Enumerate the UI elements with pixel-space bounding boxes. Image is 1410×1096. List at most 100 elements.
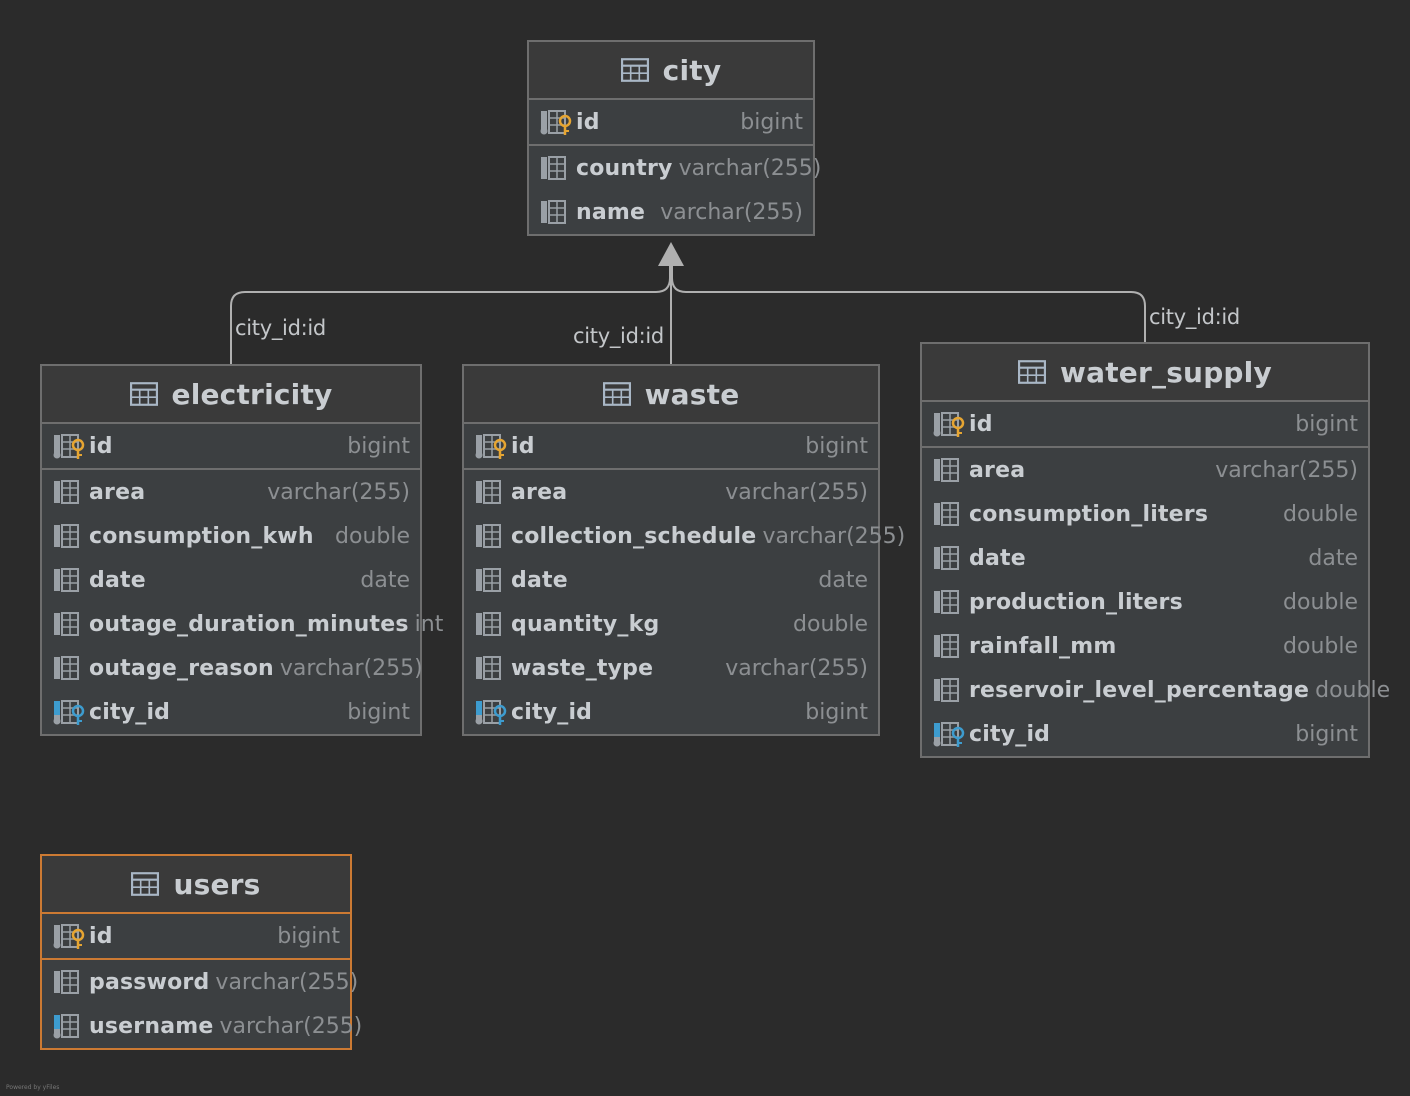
column-name: consumption_kwh xyxy=(89,523,314,549)
column-type: double xyxy=(1315,677,1391,703)
column-icon xyxy=(52,523,86,549)
column-row-rainfall-mm[interactable]: rainfall_mm double xyxy=(922,624,1368,668)
column-name: area xyxy=(89,479,146,505)
column-name: date xyxy=(511,567,568,593)
column-icon xyxy=(932,677,966,703)
column-row-id[interactable]: id bigint xyxy=(922,402,1368,448)
column-name: outage_duration_minutes xyxy=(89,611,409,637)
column-name: city_id xyxy=(969,721,1051,747)
primary-key-icon xyxy=(539,109,573,135)
column-type: bigint xyxy=(1295,411,1358,437)
column-type: double xyxy=(1283,633,1358,659)
column-type: bigint xyxy=(805,699,868,725)
column-icon xyxy=(932,633,966,659)
column-name: country xyxy=(576,155,673,181)
column-type: varchar(255) xyxy=(725,655,868,681)
column-icon xyxy=(932,457,966,483)
column-row-date[interactable]: date date xyxy=(922,536,1368,580)
column-type: date xyxy=(1308,545,1358,571)
column-icon xyxy=(474,567,508,593)
column-icon xyxy=(474,479,508,505)
column-name: id xyxy=(969,411,993,437)
table-header[interactable]: waste xyxy=(464,366,878,424)
column-icon xyxy=(52,969,86,995)
column-name: reservoir_level_percentage xyxy=(969,677,1310,703)
column-row-city-id[interactable]: city_id bigint xyxy=(464,690,878,734)
column-row-date[interactable]: date date xyxy=(42,558,420,602)
column-type: varchar(255) xyxy=(267,479,410,505)
column-icon xyxy=(932,589,966,615)
column-icon xyxy=(539,199,573,225)
column-type: varchar(255) xyxy=(725,479,868,505)
column-name: date xyxy=(969,545,1026,571)
column-row-area[interactable]: area varchar(255) xyxy=(42,470,420,514)
column-name: username xyxy=(89,1013,214,1039)
column-type: varchar(255) xyxy=(762,523,906,549)
table-name: electricity xyxy=(171,377,333,411)
foreign-key-icon xyxy=(474,699,508,725)
table-header[interactable]: city xyxy=(529,42,813,100)
column-type: bigint xyxy=(1295,721,1358,747)
column-name: outage_reason xyxy=(89,655,274,681)
table-header[interactable]: water_supply xyxy=(922,344,1368,402)
column-type: double xyxy=(793,611,868,637)
column-name: collection_schedule xyxy=(511,523,757,549)
column-name: id xyxy=(89,433,113,459)
column-row-city-id[interactable]: city_id bigint xyxy=(922,712,1368,756)
table-icon xyxy=(602,382,631,406)
column-icon xyxy=(52,611,86,637)
column-name: rainfall_mm xyxy=(969,633,1117,659)
column-row-id[interactable]: id bigint xyxy=(529,100,813,146)
column-name: city_id xyxy=(89,699,171,725)
column-name: city_id xyxy=(511,699,593,725)
column-icon xyxy=(474,611,508,637)
column-name: date xyxy=(89,567,146,593)
column-icon xyxy=(474,655,508,681)
connector-electricity-city[interactable] xyxy=(230,266,671,364)
column-type: bigint xyxy=(277,923,340,949)
column-name: id xyxy=(576,109,600,135)
primary-key-icon xyxy=(474,433,508,459)
column-type: varchar(255) xyxy=(660,199,803,225)
column-type: int xyxy=(414,611,444,637)
connector-water-supply-city[interactable] xyxy=(671,266,1146,342)
table-header[interactable]: electricity xyxy=(42,366,420,424)
table-header[interactable]: users xyxy=(42,856,350,914)
table-icon xyxy=(129,382,158,406)
column-name: production_liters xyxy=(969,589,1183,615)
column-row-id[interactable]: id bigint xyxy=(464,424,878,470)
column-icon xyxy=(52,655,86,681)
table-name: waste xyxy=(644,377,740,411)
column-type: double xyxy=(1283,501,1358,527)
foreign-key-icon xyxy=(932,721,966,747)
column-type: bigint xyxy=(740,109,803,135)
column-name: id xyxy=(511,433,535,459)
column-type: date xyxy=(360,567,410,593)
table-icon xyxy=(620,58,649,82)
column-type: bigint xyxy=(805,433,868,459)
